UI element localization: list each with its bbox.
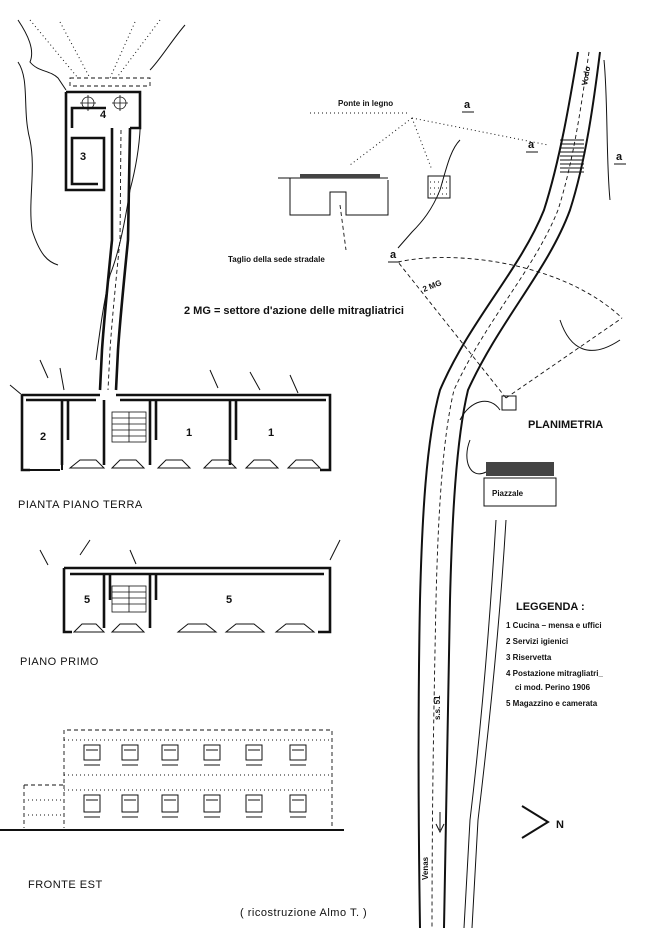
road-name-label: s.s. 51 (433, 695, 442, 720)
piazzale-building (486, 462, 554, 476)
facade-outline (23, 729, 333, 828)
terrain-contours (459, 59, 621, 475)
parapet-dashed (69, 77, 151, 87)
room-label-1b: 1 (268, 427, 274, 439)
road-edge-right (443, 51, 601, 929)
road-edge-left (417, 51, 579, 929)
staircase-icon (111, 585, 147, 613)
section-mark-bars (388, 111, 626, 263)
ground-floor-plan: 4 3 2 1 1 PIANTA PIANO TERRA (9, 19, 332, 511)
bridge-deck (300, 174, 380, 178)
legend-item: 1 Cucina – mensa e uffici (506, 621, 602, 630)
ground-floor-outer-walls (20, 393, 332, 472)
legend-item: 4 Postazione mitragliatri_ (506, 669, 603, 678)
piazzale-label: Piazzale (492, 489, 524, 498)
window-row-lower (83, 794, 307, 818)
embrasures-ground (30, 459, 322, 471)
staircase-icon (111, 411, 147, 443)
site-plan-title: PLANIMETRIA (528, 419, 603, 431)
credit-text: ( ricostruzione Almo T. ) (240, 907, 367, 919)
window-row-upper (83, 744, 307, 766)
machine-gun-icon (80, 95, 128, 111)
legend-item: 5 Magazzino e camerata (506, 699, 598, 708)
legend-item: 3 Riservetta (506, 653, 552, 662)
road-centerline (431, 51, 590, 929)
road-cut-section (278, 177, 389, 216)
legend-item: 2 Servizi igienici (506, 637, 568, 646)
mg-sector-label: 2 MG (421, 278, 443, 294)
room-label-2: 2 (40, 431, 46, 443)
room-label-3: 3 (80, 151, 86, 163)
section-mark-a3: a (616, 151, 623, 163)
north-label: N (556, 819, 564, 831)
terrain-lines-ground (9, 359, 299, 396)
fort-marker (501, 395, 517, 411)
room-label-5a: 5 (84, 594, 90, 606)
ground-floor-inner-walls (60, 400, 238, 465)
east-front-title: FRONTE EST (28, 879, 103, 891)
section-mark-a1: a (464, 99, 471, 111)
legend-item: ci mod. Perino 1906 (506, 683, 591, 692)
first-floor-title: PIANO PRIMO (20, 656, 99, 668)
bridge-detail: Ponte in legno Taglio della sede stradal… (184, 99, 549, 317)
bridge-label: Ponte in legno (338, 99, 393, 108)
legend: LEGGENDA : 1 Cucina – mensa e uffici 2 S… (506, 601, 603, 708)
terrain-lines-first (39, 539, 341, 566)
vodo-label: Vodo (580, 66, 592, 87)
mg-sector-arc (397, 257, 623, 319)
bridge-icon (560, 139, 584, 173)
terrain-outline (17, 19, 186, 361)
mg-sector-rays (397, 261, 623, 399)
piazzale-outline (483, 477, 557, 507)
section-mark-a2: a (528, 139, 535, 151)
ravine-edge (397, 139, 461, 249)
secondary-road (463, 519, 507, 929)
corridor-centerline (107, 129, 122, 391)
north-arrow-icon (521, 805, 550, 839)
first-floor-plan: 5 5 PIANO PRIMO (20, 539, 341, 668)
first-floor-outer-walls (62, 566, 332, 634)
embrasures-first (72, 623, 316, 633)
cut-indicator (339, 204, 347, 251)
ravine-fill (430, 181, 448, 195)
mg-emplacement-walls (64, 90, 142, 130)
east-front-elevation: FRONTE EST ( ricostruzione Almo T. ) (0, 729, 367, 919)
site-plan: a a a a 2 MG PLANIMETRIA Piazzale Vodo s… (388, 51, 626, 929)
room-3-walls (64, 128, 106, 192)
section-mark-a4: a (390, 249, 397, 261)
legend-title: LEGGENDA : (516, 601, 585, 613)
bridge-leader-lines (310, 112, 549, 171)
facade-stone-texture (28, 739, 330, 816)
room-label-1a: 1 (186, 427, 192, 439)
direction-arrow (435, 812, 445, 834)
firing-sector-lines (29, 19, 161, 81)
cut-label: Taglio della sede stradale (228, 255, 325, 264)
mg-note: 2 MG = settore d'azione delle mitragliat… (184, 305, 404, 317)
corridor-walls (98, 127, 132, 391)
venas-label: Venas (421, 856, 430, 880)
ground-floor-title: PIANTA PIANO TERRA (18, 499, 143, 511)
room-label-5b: 5 (226, 594, 232, 606)
first-floor-inner-walls (102, 574, 158, 628)
room-label-4: 4 (100, 109, 107, 121)
